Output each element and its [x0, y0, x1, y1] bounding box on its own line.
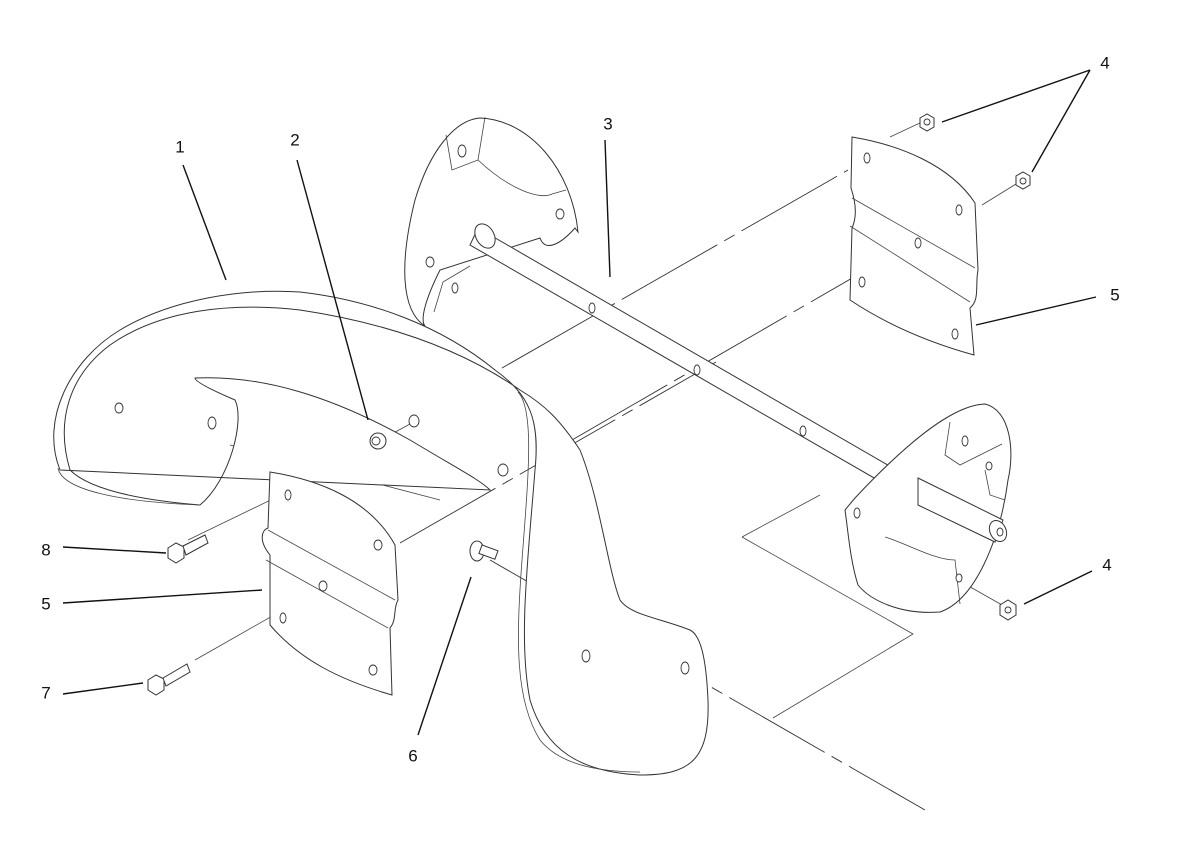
- callout-8: 8: [41, 540, 51, 560]
- callout-7: 7: [41, 683, 51, 703]
- callout-6: 6: [408, 746, 418, 766]
- callout-2: 2: [290, 130, 300, 150]
- auger-shaft-part: [404, 116, 1012, 613]
- paddle-left-part: [261, 471, 399, 696]
- nut-lower-part: [999, 599, 1017, 621]
- callout-1: 1: [175, 137, 185, 157]
- callout-5-right: 5: [1110, 285, 1120, 305]
- callout-3: 3: [603, 114, 613, 134]
- callout-4-upper: 4: [1100, 53, 1110, 73]
- spacer-part: [369, 432, 387, 450]
- nut-upper-2-part: [1015, 171, 1031, 190]
- paddle-right-part: [849, 136, 979, 356]
- callout-4-lower: 4: [1102, 555, 1112, 575]
- callout-leader-lines: [62, 69, 1097, 736]
- callout-5-left: 5: [41, 594, 51, 614]
- auger-flight-part: [53, 290, 709, 776]
- bolt-upper-part: [167, 534, 209, 564]
- nut-upper-1-part: [919, 113, 935, 132]
- shear-pin-part: [469, 540, 499, 562]
- bolt-lower-part: [147, 663, 191, 696]
